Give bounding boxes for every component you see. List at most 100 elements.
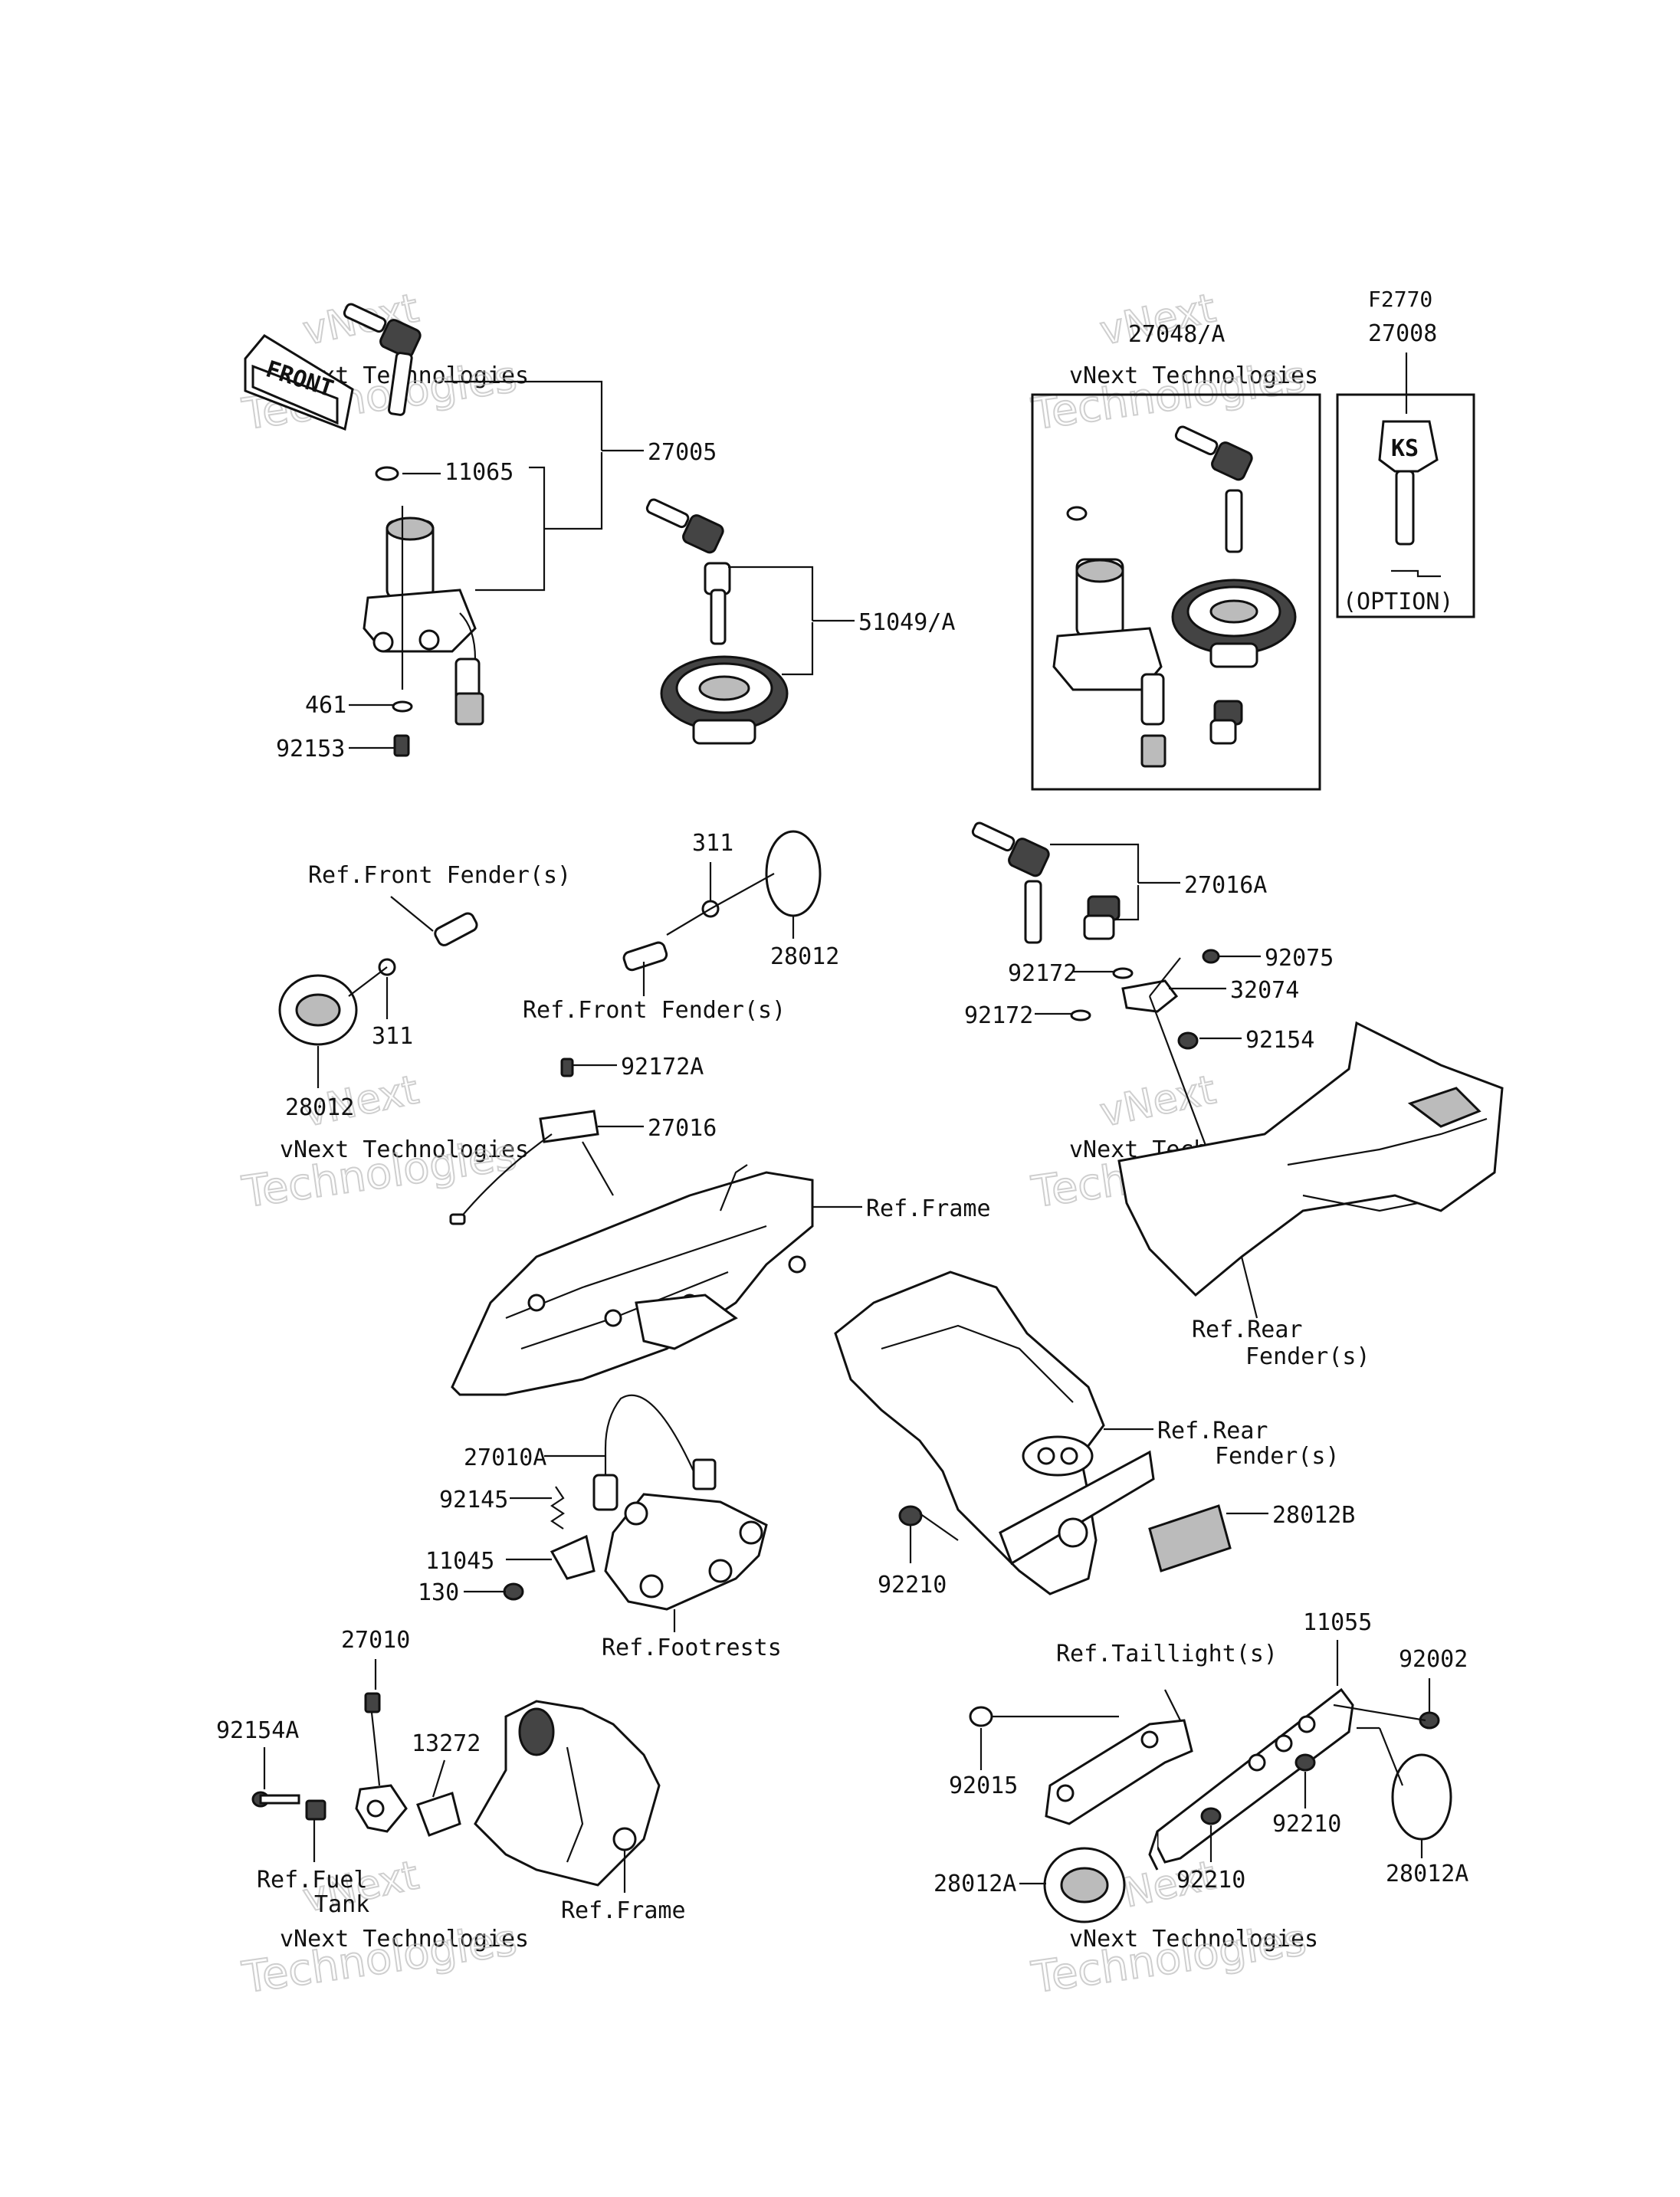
- label-92154A: 92154A: [216, 1717, 299, 1744]
- set-27048-key-icon: [1174, 425, 1253, 553]
- side-stand-switch-icon: [550, 1394, 717, 1580]
- svg-text:KS: KS: [1391, 435, 1419, 462]
- washer-461-icon: [392, 700, 413, 713]
- label-311-a: 311: [372, 1023, 413, 1050]
- label-ref-frame-1: Ref.Frame: [866, 1195, 991, 1222]
- label-11055: 11055: [1303, 1609, 1372, 1636]
- seat-lock-cable-icon: [449, 1058, 599, 1225]
- screw-92154-icon: [1177, 1031, 1199, 1050]
- option-key-mark-icon: [1391, 569, 1441, 578]
- label-28012-b: 28012: [770, 943, 839, 970]
- svg-text:vNext: vNext: [1096, 1067, 1219, 1136]
- leaders-group-3a: [317, 896, 434, 1088]
- label-32074: 32074: [1230, 977, 1299, 1004]
- reflector-bracket-11055-icon: [1148, 1687, 1354, 1871]
- ignition-key-icon: [343, 303, 422, 416]
- label-27008: 27008: [1368, 320, 1437, 347]
- leaders-27016A: [1050, 843, 1180, 921]
- bolt-130-icon: [503, 1582, 524, 1601]
- watermark-text: vNext Technologies: [1069, 1926, 1318, 1953]
- leader-ref-rear-fender-1: [1240, 1256, 1258, 1319]
- leaders-group-1: [349, 380, 644, 749]
- nut-92015-icon: [969, 1706, 993, 1727]
- label-311-b: 311: [692, 830, 733, 857]
- ignition-switch-icon: [363, 466, 484, 726]
- watermark-mid-left: vNext vNext Technologies Technologies: [238, 1066, 529, 1218]
- watermark-text: vNext Technologies: [1069, 362, 1318, 389]
- bolt-92154A-shank-icon: [259, 1794, 300, 1805]
- label-92210-a: 92210: [878, 1572, 947, 1599]
- leaders-51049: [728, 566, 855, 676]
- label-ref-front-fender-2: Ref.Front Fender(s): [523, 997, 786, 1024]
- leaders-group-8: [979, 1640, 1431, 1885]
- label-F2770: F2770: [1368, 287, 1432, 312]
- front-fender-peg-1-icon: [434, 912, 478, 946]
- bolt-92153-icon: [393, 734, 410, 757]
- seat-lock-key-icon: [971, 821, 1050, 944]
- set-27048-switch-icon: [1052, 506, 1166, 768]
- leaders-group-6: [909, 1428, 1268, 1563]
- label-27048A: 27048/A: [1128, 321, 1225, 348]
- fuel-cap-icon: [660, 655, 789, 745]
- screw-92172-b-icon: [1070, 1009, 1091, 1021]
- footrest-bracket-icon: [604, 1493, 768, 1611]
- set-27048-box: [1031, 393, 1321, 791]
- label-ref-frame-2: Ref.Frame: [561, 1897, 686, 1924]
- label-ref-footrests: Ref.Footrests: [602, 1635, 782, 1661]
- screw-92172-a-icon: [1112, 967, 1134, 979]
- label-ref-taillight: Ref.Taillight(s): [1056, 1641, 1278, 1667]
- label-11045: 11045: [425, 1548, 494, 1575]
- label-ref-rear-fender-2a: Ref.Rear: [1157, 1418, 1268, 1444]
- label-ref-fuel-tank-b: Tank: [314, 1891, 369, 1918]
- label-11065: 11065: [445, 459, 514, 486]
- plate-13272-icon: [416, 1792, 461, 1837]
- label-92210-c: 92210: [1176, 1867, 1245, 1894]
- label-461: 461: [305, 692, 346, 719]
- reflector-28012A-1-icon: [1043, 1847, 1126, 1923]
- label-92075: 92075: [1265, 945, 1334, 972]
- label-27005: 27005: [648, 439, 717, 466]
- seat-lock-cylinder-icon: [1083, 895, 1121, 940]
- reflector-28012B-icon: [1148, 1504, 1232, 1572]
- leaders-group-5: [464, 1454, 676, 1632]
- label-130: 130: [418, 1579, 459, 1606]
- option-key-icon: KS: [1378, 420, 1439, 546]
- front-fender-peg-2-icon: [622, 941, 668, 972]
- leaders-group-7: [263, 1659, 626, 1893]
- label-27010A: 27010A: [464, 1444, 546, 1471]
- label-92210-b: 92210: [1272, 1811, 1341, 1838]
- label-92172-b: 92172: [964, 1002, 1033, 1029]
- watermark-top-right: vNext vNext Technologies Technologies: [1028, 284, 1318, 441]
- label-27016A: 27016A: [1184, 872, 1267, 899]
- frame-lower-icon: [474, 1700, 661, 1887]
- label-27010: 27010: [341, 1627, 410, 1654]
- screw-92075-icon: [1202, 949, 1220, 964]
- label-51049A: 51049/A: [858, 609, 955, 636]
- label-ref-rear-fender-1b: Fender(s): [1245, 1343, 1370, 1370]
- label-28012-a: 28012: [285, 1094, 354, 1121]
- label-ref-fuel-tank-a: Ref.Fuel: [257, 1867, 368, 1894]
- label-92002: 92002: [1399, 1646, 1468, 1673]
- reflector-28012A-2-icon: [1391, 1753, 1452, 1841]
- label-13272: 13272: [412, 1730, 481, 1757]
- sub-frame-icon: [451, 1164, 814, 1396]
- leaders-27016: [573, 1064, 644, 1196]
- label-option: (OPTION): [1343, 589, 1454, 615]
- label-92153: 92153: [276, 736, 345, 762]
- nut-92210-b-icon: [1294, 1753, 1316, 1772]
- rear-fender-upper-icon: [1117, 1021, 1504, 1297]
- label-27016: 27016: [648, 1115, 717, 1142]
- label-92015: 92015: [949, 1772, 1018, 1799]
- label-28012A-2: 28012A: [1386, 1861, 1468, 1887]
- label-ref-front-fender-1: Ref.Front Fender(s): [308, 862, 571, 889]
- side-stand-switch-2-icon: [355, 1692, 408, 1833]
- reflector-28012-b-icon: [765, 830, 822, 917]
- watermark-text: vNext Technologies: [280, 1926, 529, 1953]
- label-92172A: 92172A: [621, 1054, 704, 1080]
- spring-92145-icon: [550, 1486, 565, 1530]
- label-92154: 92154: [1245, 1027, 1314, 1054]
- label-92145: 92145: [439, 1487, 508, 1513]
- leaders-group-3b: [642, 862, 795, 996]
- label-28012A-1: 28012A: [934, 1871, 1016, 1897]
